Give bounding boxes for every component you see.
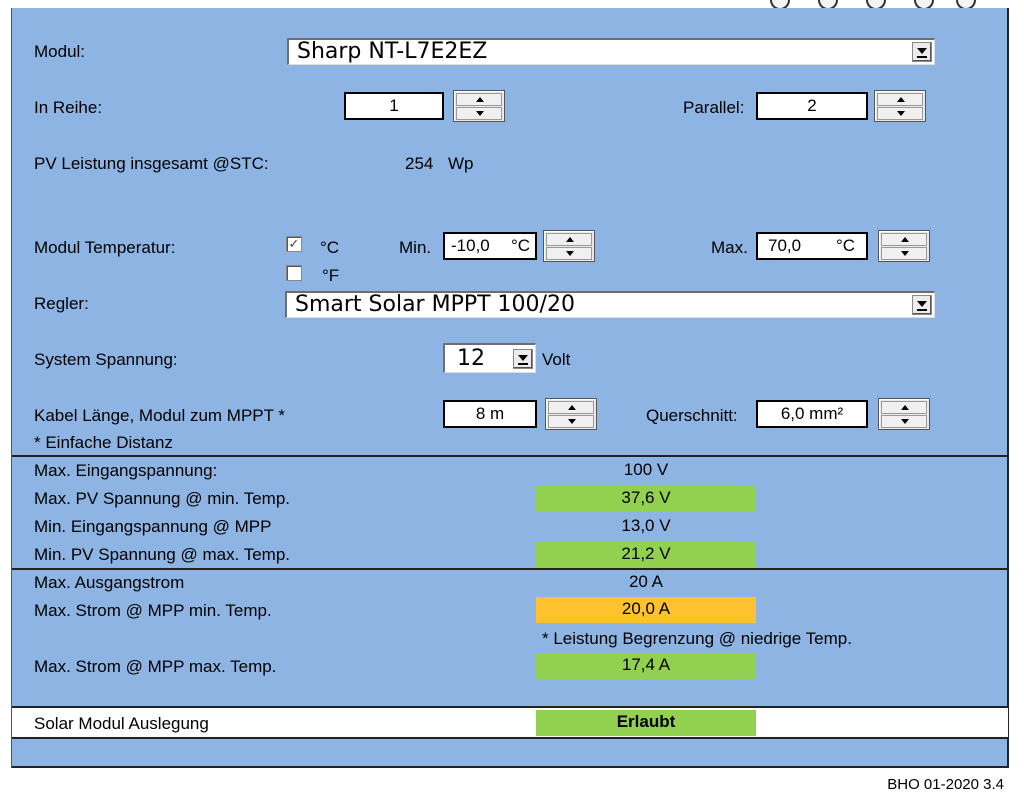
modul-select-value: Sharp NT-L7E2EZ	[297, 39, 488, 64]
in-reihe-label: In Reihe:	[34, 98, 103, 117]
increment-icon[interactable]	[881, 401, 927, 414]
parallel-label: Parallel:	[683, 98, 745, 117]
system-spannung-label: System Spannung:	[34, 350, 178, 369]
auslegung-label: Solar Modul Auslegung	[34, 714, 209, 733]
regler-select-value: Smart Solar MPPT 100/20	[295, 292, 575, 317]
regler-label: Regler:	[34, 294, 89, 313]
min-eingangspannung-value: 13,0 V	[621, 516, 671, 535]
temp-min-input[interactable]: -10,0 °C	[443, 232, 537, 260]
divider	[12, 766, 1008, 768]
version-text: BHO 01-2020 3.4	[887, 776, 1004, 793]
fahrenheit-checkbox[interactable]	[286, 265, 302, 281]
decrement-icon[interactable]	[877, 107, 923, 120]
modul-temperatur-label: Modul Temperatur:	[34, 238, 176, 257]
querschnitt-input[interactable]: 6,0 mm²	[756, 400, 868, 428]
max-eingangspannung-label: Max. Eingangspannung:	[34, 461, 218, 480]
decrement-icon[interactable]	[548, 415, 594, 428]
increment-icon[interactable]	[456, 93, 502, 106]
max-pv-spannung-label: Max. PV Spannung @ min. Temp.	[34, 489, 291, 508]
increment-icon[interactable]	[546, 233, 592, 246]
max-pv-spannung-value: 37,6 V	[536, 486, 756, 512]
system-spannung-select[interactable]: 12	[443, 343, 536, 373]
max-ausgangstrom-label: Max. Ausgangstrom	[34, 573, 185, 592]
pv-leistung-value: 254	[405, 154, 434, 173]
temp-max-input[interactable]: 70,0 °C	[756, 232, 868, 260]
temp-max-label: Max.	[711, 238, 748, 257]
max-eingangspannung-value: 100 V	[623, 460, 669, 479]
temp-max-unit: °C	[836, 236, 856, 255]
decrement-icon[interactable]	[881, 415, 927, 428]
divider	[12, 568, 1008, 570]
chevron-down-icon[interactable]	[513, 349, 533, 369]
auslegung-row: Solar Modul Auslegung Erlaubt	[12, 708, 1008, 737]
auslegung-status: Erlaubt	[536, 710, 756, 736]
begrenzung-note: * Leistung Begrenzung @ niedrige Temp.	[542, 629, 852, 648]
divider	[12, 706, 1008, 708]
regler-select[interactable]: Smart Solar MPPT 100/20	[285, 291, 935, 318]
querschnitt-stepper[interactable]	[878, 398, 930, 430]
modul-select[interactable]: Sharp NT-L7E2EZ	[287, 38, 935, 65]
chevron-down-icon[interactable]	[912, 42, 932, 62]
top-strip	[0, 0, 1024, 10]
temp-min-value: -10,0	[451, 236, 490, 255]
increment-icon[interactable]	[548, 401, 594, 414]
kabel-laenge-stepper[interactable]	[545, 398, 597, 430]
decrement-icon[interactable]	[546, 247, 592, 260]
max-strom-max-label: Max. Strom @ MPP max. Temp.	[34, 657, 277, 676]
min-eingangspannung-label: Min. Eingangspannung @ MPP	[34, 517, 272, 536]
max-strom-max-value: 17,4 A	[536, 653, 756, 679]
kabel-note: * Einfache Distanz	[34, 433, 173, 452]
max-strom-min-label: Max. Strom @ MPP min. Temp.	[34, 601, 272, 620]
temp-min-label: Min.	[399, 238, 432, 257]
divider	[12, 737, 1008, 739]
celsius-checkbox[interactable]: ✓	[286, 236, 302, 252]
min-pv-spannung-value: 21,2 V	[536, 542, 756, 568]
temp-min-unit: °C	[511, 236, 531, 255]
in-reihe-input[interactable]: 1	[344, 92, 444, 120]
kabel-laenge-input[interactable]: 8 m	[443, 400, 537, 428]
kabel-label: Kabel Länge, Modul zum MPPT *	[34, 406, 286, 425]
parallel-input[interactable]: 2	[756, 92, 868, 120]
decrement-icon[interactable]	[881, 247, 927, 260]
temp-max-stepper[interactable]	[878, 230, 930, 262]
divider	[12, 455, 1008, 457]
temp-min-stepper[interactable]	[543, 230, 595, 262]
system-spannung-value: 12	[457, 346, 485, 371]
increment-icon[interactable]	[881, 233, 927, 246]
increment-icon[interactable]	[877, 93, 923, 106]
modul-label: Modul:	[34, 42, 86, 61]
max-ausgangstrom-value: 20 A	[628, 572, 664, 591]
max-strom-min-value: 20,0 A	[536, 597, 756, 623]
check-icon: ✓	[288, 236, 300, 251]
calculator-panel: Modul: Sharp NT-L7E2EZ In Reihe: 1 Paral…	[11, 8, 1009, 768]
pv-leistung-unit: Wp	[448, 154, 474, 173]
celsius-label: °C	[320, 238, 340, 257]
fahrenheit-label: °F	[322, 266, 340, 285]
in-reihe-stepper[interactable]	[453, 90, 505, 122]
chevron-down-icon[interactable]	[912, 295, 932, 315]
parallel-stepper[interactable]	[874, 90, 926, 122]
querschnitt-label: Querschnitt:	[646, 406, 738, 425]
min-pv-spannung-label: Min. PV Spannung @ max. Temp.	[34, 545, 291, 564]
decrement-icon[interactable]	[456, 107, 502, 120]
pv-leistung-label: PV Leistung insgesamt @STC:	[34, 154, 269, 173]
temp-max-value: 70,0	[768, 236, 802, 255]
system-spannung-unit: Volt	[542, 350, 571, 369]
